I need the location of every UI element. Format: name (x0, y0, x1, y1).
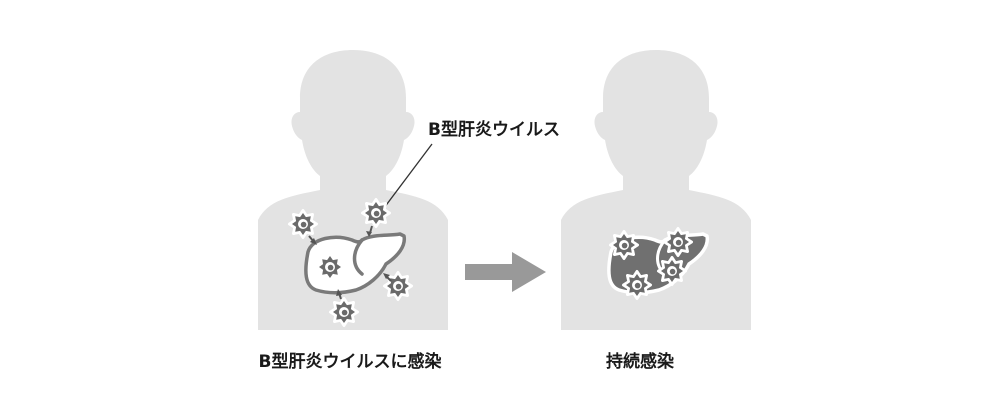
liver-healthy (304, 232, 407, 295)
small-arrow-icon (383, 273, 392, 282)
stage-caption-persistent: 持続感染 (606, 352, 674, 372)
virus-icon (622, 270, 652, 300)
right-arrow-icon (465, 252, 546, 292)
virus-icon (663, 227, 693, 257)
small-arrow-icon (336, 289, 342, 300)
virus-icon (383, 271, 413, 301)
virus-icon (329, 297, 359, 327)
virus-icon (361, 198, 391, 228)
stage-caption-infection: B型肝炎ウイルスに感染 (258, 352, 442, 372)
virus-label: B型肝炎ウイルス (428, 120, 560, 140)
virus-icon (315, 252, 345, 282)
virus-icon (657, 256, 687, 286)
virus-icon (609, 230, 639, 260)
small-arrow-icon (308, 235, 317, 245)
small-arrow-icon (366, 225, 373, 237)
virus-icon (288, 209, 318, 239)
label-leader-line (380, 143, 433, 213)
